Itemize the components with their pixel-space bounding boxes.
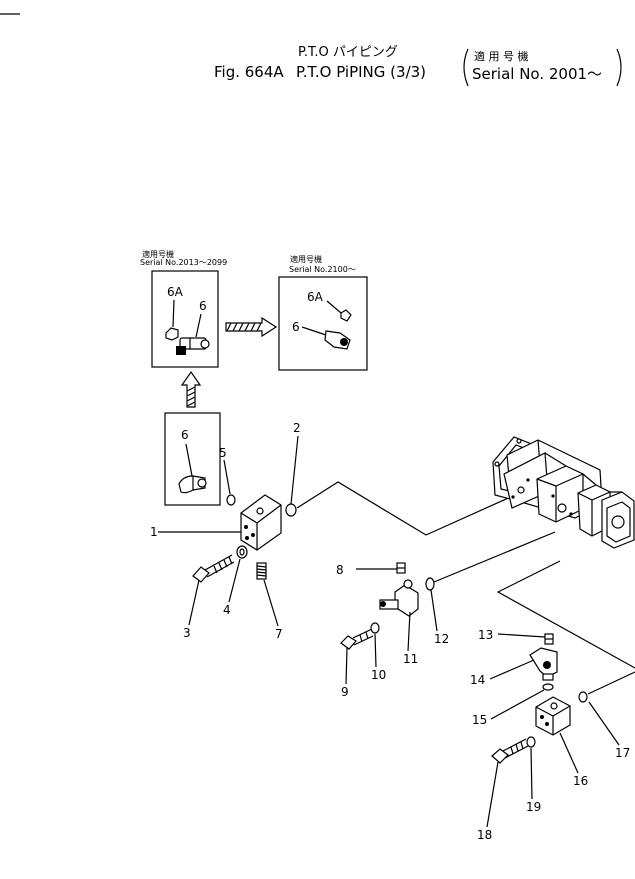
callout-3: 3: [183, 626, 191, 640]
hydraulic-pump-assembly: [492, 436, 635, 549]
plug-fitting-6a-icon: [340, 309, 352, 322]
pipe-route-upper: [296, 481, 516, 536]
pipe-route-lower: [496, 560, 635, 669]
callout-19: 19: [526, 800, 541, 814]
inset-bottom-frame: [164, 412, 221, 506]
pipe-route-middle: [433, 531, 556, 583]
title-en: P.T.O PiPING (3/3): [296, 63, 426, 81]
callout-7: 5: [219, 446, 227, 460]
inset-left-label-6a: 6A: [167, 285, 184, 299]
title-jp: P.T.O パイピング: [298, 45, 398, 60]
callout-18: 18: [477, 828, 492, 842]
right-paren: [616, 48, 622, 87]
bolt-part-10: [340, 628, 374, 650]
elbow-fitting-6-icon: [176, 337, 210, 355]
plug-part-12: [396, 562, 406, 574]
o-ring-part-9: [425, 577, 435, 591]
callout-5: 7: [275, 627, 283, 641]
block-part-16: [535, 696, 571, 736]
callout-2: 2: [293, 421, 301, 435]
callout-13: 14: [470, 673, 485, 687]
o-ring-part-15: [542, 683, 554, 691]
transition-arrow-up-icon: [180, 370, 202, 408]
inset-right-label-6: 6: [292, 320, 300, 334]
spring-part-5: [256, 562, 267, 580]
callout-8: 11: [403, 652, 418, 666]
left-paren: [463, 48, 469, 87]
callout-14: 13: [478, 628, 493, 642]
applicability-jp: 適 用 号 機: [474, 49, 529, 63]
plug-part-14: [544, 633, 554, 645]
washer-part-19: [526, 736, 536, 748]
inset-left-caption-jp: 適用号機: [142, 249, 174, 259]
inset-left-label-6: 6: [199, 299, 207, 313]
callout-15: 15: [472, 713, 487, 727]
callout-16: 16: [573, 774, 588, 788]
inset-left-caption-serial: Serial No.2013～2099: [140, 258, 227, 267]
flange-part-8: [379, 579, 419, 617]
o-ring-part-17: [578, 691, 588, 703]
pipe-route-lower-right: [587, 671, 635, 695]
bolt-part-3: [192, 554, 235, 583]
callout-1: 1: [150, 525, 158, 539]
plug-fitting-6a-icon: [165, 327, 179, 341]
callout-4: 4: [223, 603, 231, 617]
callout-11: 10: [371, 668, 386, 682]
o-ring-part-7: [226, 494, 236, 506]
inset-right-caption-jp: 適用号機: [290, 254, 322, 264]
fig-label: Fig. 664A: [214, 63, 284, 81]
serial-range: Serial No. 2001～: [472, 65, 602, 83]
callout-9: 12: [434, 632, 449, 646]
inset-left-frame: [151, 270, 219, 368]
callout-12: 8: [336, 563, 344, 577]
elbow-part-13: [529, 647, 558, 681]
inset-bottom-label-6: 6: [181, 428, 189, 442]
elbow-fitting-6-icon: [178, 475, 207, 494]
callout-17: 17: [615, 746, 630, 760]
o-ring-part-2: [285, 503, 297, 517]
washer-part-11: [370, 622, 380, 634]
bolt-part-18: [491, 738, 529, 764]
inset-right-label-6a: 6A: [307, 290, 324, 304]
straight-fitting-6-icon: [324, 330, 351, 350]
block-part-1: [240, 494, 282, 551]
inset-right-caption-serial: Serial No.2100～: [289, 265, 356, 274]
callout-10: 9: [341, 685, 349, 699]
inset-right-frame: [278, 276, 368, 371]
transition-arrow-right-icon: [225, 316, 278, 338]
